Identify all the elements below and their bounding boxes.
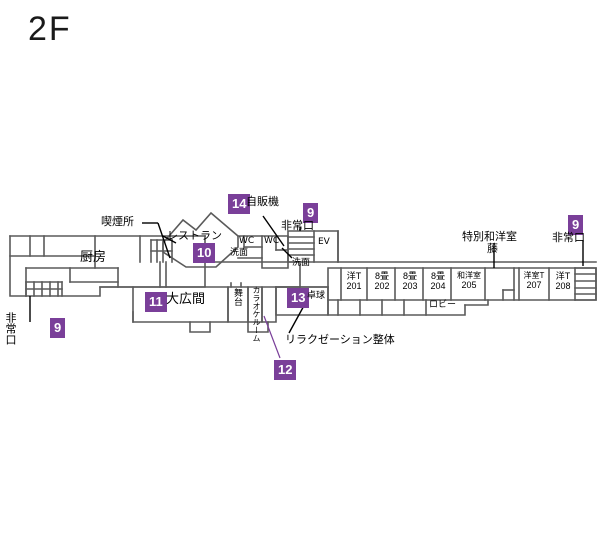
area-label-special-room-title: 特別和洋室 bbox=[462, 230, 517, 243]
area-label-karaoke-room: カラオケルーム bbox=[252, 286, 261, 342]
room-number-202: 202 bbox=[374, 280, 390, 291]
room-type-202: 8畳 bbox=[374, 271, 389, 281]
area-label-lobby: ロビー bbox=[429, 300, 457, 310]
room-cell-203[interactable]: 8畳 203 bbox=[397, 271, 423, 291]
page-title: 2F bbox=[28, 10, 72, 48]
area-label-stage: 舞台 bbox=[232, 288, 242, 306]
room-type-208: 洋T bbox=[555, 271, 571, 281]
room-cell-204[interactable]: 8畳 204 bbox=[425, 271, 451, 291]
area-label-special-room-name: 藤 bbox=[487, 242, 498, 255]
area-label-wc-1: WC bbox=[239, 236, 255, 246]
badge-12[interactable]: 12 bbox=[274, 360, 297, 380]
callout-smoking-area: 喫煙所 bbox=[101, 215, 134, 228]
badge-9-left[interactable]: 9 bbox=[50, 318, 66, 338]
callout-emergency-exit-right: 非常口 bbox=[552, 231, 585, 244]
badge-10[interactable]: 10 bbox=[193, 243, 216, 263]
area-label-washroom-2: 洗面 bbox=[292, 258, 311, 268]
room-type-207: 洋室T bbox=[523, 271, 545, 280]
room-type-204: 8畳 bbox=[430, 271, 445, 281]
room-type-205: 和洋室 bbox=[457, 271, 481, 280]
area-label-restaurant: レストラン bbox=[167, 229, 222, 242]
room-cell-207[interactable]: 洋室T 207 bbox=[519, 271, 549, 290]
area-label-great-hall: 大広間 bbox=[166, 292, 206, 307]
room-number-203: 203 bbox=[402, 280, 418, 291]
room-cell-208[interactable]: 洋T 208 bbox=[551, 271, 575, 291]
area-label-washroom-1: 洗面 bbox=[230, 248, 249, 258]
area-label-table-tennis: 卓球 bbox=[307, 291, 326, 301]
badge-9-middle[interactable]: 9 bbox=[303, 203, 319, 223]
room-number-205: 205 bbox=[461, 279, 477, 290]
area-label-kitchen: 厨房 bbox=[80, 250, 107, 265]
callout-vending-machine: 自販機 bbox=[246, 195, 279, 208]
room-cell-202[interactable]: 8畳 202 bbox=[369, 271, 395, 291]
badge-14[interactable]: 14 bbox=[228, 194, 251, 214]
room-number-208: 208 bbox=[555, 280, 571, 291]
room-number-207: 207 bbox=[526, 279, 542, 290]
room-cell-205[interactable]: 和洋室 205 bbox=[453, 271, 485, 290]
callout-emergency-exit-middle: 非常口 bbox=[281, 219, 314, 232]
badge-9-right[interactable]: 9 bbox=[568, 215, 584, 235]
room-type-203: 8畳 bbox=[402, 271, 417, 281]
area-label-wc-2: WC bbox=[264, 236, 280, 246]
room-cell-201[interactable]: 洋T 201 bbox=[341, 271, 367, 291]
room-number-204: 204 bbox=[430, 280, 446, 291]
badge-13[interactable]: 13 bbox=[287, 288, 310, 308]
callout-emergency-exit-left: 非常口 bbox=[4, 312, 17, 345]
room-type-201: 洋T bbox=[346, 271, 362, 281]
callout-relaxation-massage: リラクゼーション整体 bbox=[285, 333, 395, 346]
area-label-elevator: EV bbox=[318, 237, 330, 247]
badge-11[interactable]: 11 bbox=[145, 292, 167, 312]
room-number-201: 201 bbox=[346, 280, 362, 291]
